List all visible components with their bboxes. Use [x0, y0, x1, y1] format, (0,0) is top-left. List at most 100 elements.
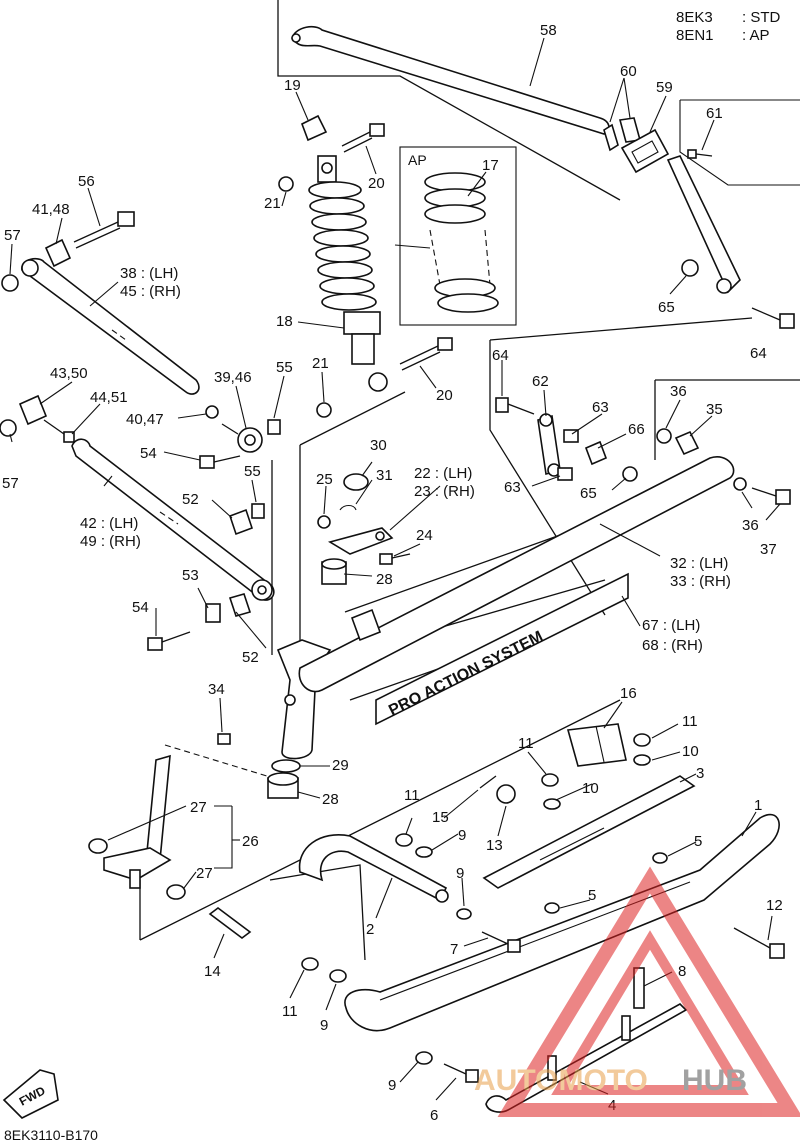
callout-34: 34 — [208, 681, 225, 698]
callout-68: 68 : (RH) — [642, 637, 703, 654]
part-53-collar — [205, 603, 221, 623]
diagram-code: 8EK3110-B170 — [4, 1127, 98, 1143]
legend-code-std: 8EK3 — [676, 9, 713, 26]
callout-39-46: 39,46 — [214, 369, 252, 386]
callout-13: 13 — [486, 837, 503, 854]
callout-11d: 11 — [282, 1003, 298, 1020]
callout-65a: 65 — [658, 299, 675, 316]
callout-54a: 54 — [140, 445, 157, 462]
callout-22: 22 : (LH) — [414, 465, 472, 482]
part-62-link-rod — [537, 413, 561, 477]
callout-9a: 9 — [458, 827, 466, 844]
callout-25: 25 — [316, 471, 333, 488]
part-2-handle — [298, 834, 449, 903]
callout-15: 15 — [432, 809, 449, 826]
callout-5b: 5 — [588, 887, 596, 904]
callout-5a: 5 — [694, 833, 702, 850]
callout-9c: 9 — [320, 1017, 328, 1034]
part-55-collar-upper — [267, 419, 281, 435]
leader-lines — [9, 37, 781, 1101]
callout-23: 23 : (RH) — [414, 483, 475, 500]
model-legend: 8EK3 : STD 8EN1 : AP — [676, 9, 781, 44]
callout-40-47: 40,47 — [126, 411, 164, 428]
part-6-bolt — [443, 1063, 479, 1083]
callout-1: 1 — [754, 797, 762, 814]
ap-inset-label: AP — [408, 152, 427, 168]
callout-42: 42 : (LH) — [80, 515, 138, 532]
part-22-23-bracket — [327, 527, 394, 555]
part-54-bolt-upper — [199, 455, 241, 469]
callout-27b: 27 — [196, 865, 213, 882]
part-16-stopper — [566, 723, 627, 767]
callout-20a: 20 — [368, 175, 385, 192]
part-38-45-upper-rod — [21, 257, 200, 395]
callout-44-51: 44,51 — [90, 389, 128, 406]
callout-21a: 21 — [264, 195, 281, 212]
part-9-washer-d — [415, 1051, 433, 1065]
callout-64b: 64 — [492, 347, 509, 364]
part-31-clip — [339, 504, 357, 511]
callout-63a: 63 — [592, 399, 609, 416]
callout-49: 49 : (RH) — [80, 533, 141, 550]
callout-10b: 10 — [582, 780, 599, 797]
part-5-bolt-b — [544, 902, 560, 914]
callout-57b: 57 — [2, 475, 19, 492]
callout-20b: 20 — [436, 387, 453, 404]
part-66-collar — [584, 440, 608, 466]
callout-45: 45 : (RH) — [120, 283, 181, 300]
callout-60: 60 — [620, 63, 637, 80]
part-41-48-bushing — [44, 238, 72, 268]
callout-43-50: 43,50 — [50, 365, 88, 382]
callout-30: 30 — [370, 437, 387, 454]
watermark-text-1: AUTOMOTO — [474, 1064, 648, 1097]
part-63-bushing-lower — [557, 467, 573, 481]
part-19-bushing — [300, 114, 328, 142]
callout-35: 35 — [706, 401, 723, 418]
callout-57a: 57 — [4, 227, 21, 244]
callout-16: 16 — [620, 685, 637, 702]
part-27-bushing-lower — [166, 884, 186, 900]
part-54-bolt-lower — [147, 631, 191, 651]
callout-28b: 28 — [322, 791, 339, 808]
part-9-washer-c — [329, 969, 347, 983]
callout-38: 38 : (LH) — [120, 265, 178, 282]
part-40-47-nut — [205, 405, 219, 419]
part-55-collar-lower — [251, 503, 265, 519]
callout-53: 53 — [182, 567, 199, 584]
part-11-nut-d — [301, 957, 319, 971]
part-18-shock-absorber — [308, 155, 388, 392]
part-20-bolt-upper — [341, 123, 385, 153]
callout-10a: 10 — [682, 743, 699, 760]
part-11-nut-b — [633, 733, 651, 747]
part-26-spindle — [103, 754, 172, 889]
part-12-bolt — [733, 927, 785, 959]
callout-56: 56 — [78, 173, 95, 190]
callout-3: 3 — [696, 765, 704, 782]
part-25-nut — [317, 515, 331, 529]
part-4-runner — [485, 1003, 688, 1113]
callout-9d: 9 — [388, 1077, 396, 1094]
callout-37: 37 — [760, 541, 777, 558]
part-30-cap — [343, 473, 369, 491]
part-8-bolt — [633, 967, 645, 1009]
part-39-46-joint — [221, 423, 263, 453]
callout-12: 12 — [766, 897, 783, 914]
callout-11c: 11 — [404, 787, 420, 804]
callout-55b: 55 — [244, 463, 261, 480]
callout-19: 19 — [284, 77, 301, 94]
part-27-bushing-upper — [88, 838, 108, 854]
watermark-text-2: HUB — [682, 1064, 747, 1097]
callout-14: 14 — [204, 963, 221, 980]
part-11-nut-c — [395, 833, 413, 847]
part-21-nut-lower — [316, 402, 332, 418]
callout-59: 59 — [656, 79, 673, 96]
part-34-grease-nipple — [217, 733, 231, 745]
stabilizer-arm — [666, 155, 741, 294]
part-28-bushing-upper — [321, 558, 347, 585]
part-5-bolt-a — [652, 852, 668, 864]
callout-7: 7 — [450, 941, 458, 958]
callout-36b: 36 — [742, 517, 759, 534]
callout-62: 62 — [532, 373, 549, 390]
